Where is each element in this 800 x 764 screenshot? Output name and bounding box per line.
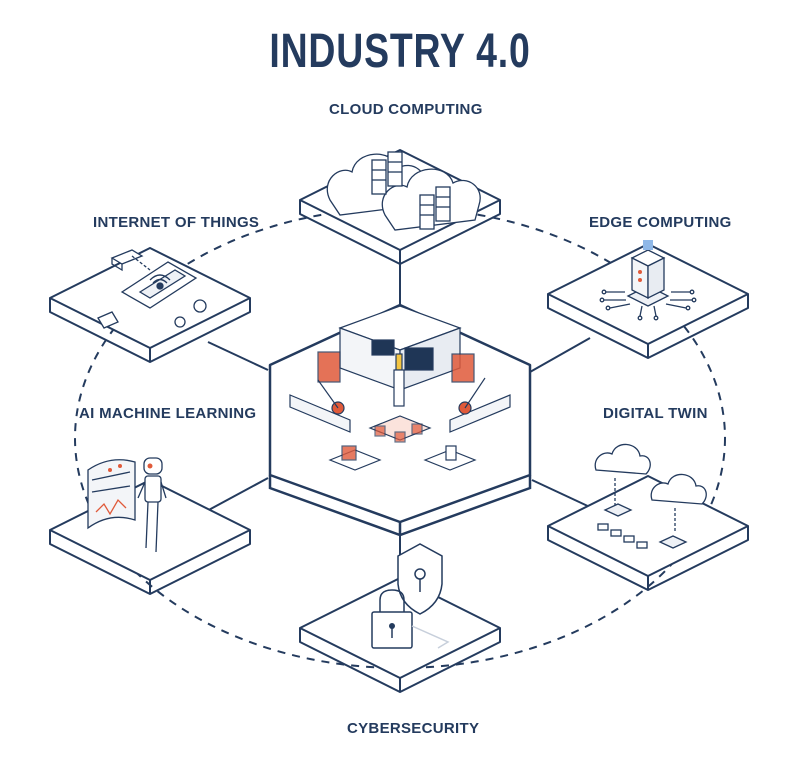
shield-lock-icon (371, 543, 450, 649)
cloud-server-icon (326, 151, 481, 231)
digital-twin-icon (594, 443, 707, 549)
label-digital-twin: DIGITAL TWIN (603, 405, 708, 422)
robot-icon (87, 457, 167, 553)
diagram-title: INDUSTRY 4.0 (269, 25, 531, 78)
factory-icon (289, 305, 511, 471)
label-ai-machine-learning: AI MACHINE LEARNING (79, 405, 257, 422)
label-internet-of-things: INTERNET OF THINGS (93, 214, 260, 231)
label-cybersecurity: CYBERSECURITY (347, 720, 480, 737)
label-edge-computing: EDGE COMPUTING (589, 214, 732, 231)
label-cloud-computing: CLOUD COMPUTING (329, 101, 483, 118)
tile-digital-twin (547, 475, 749, 591)
edge-chip-icon (599, 240, 697, 321)
spoke-lines (204, 255, 593, 582)
iot-devices-icon (97, 249, 207, 329)
